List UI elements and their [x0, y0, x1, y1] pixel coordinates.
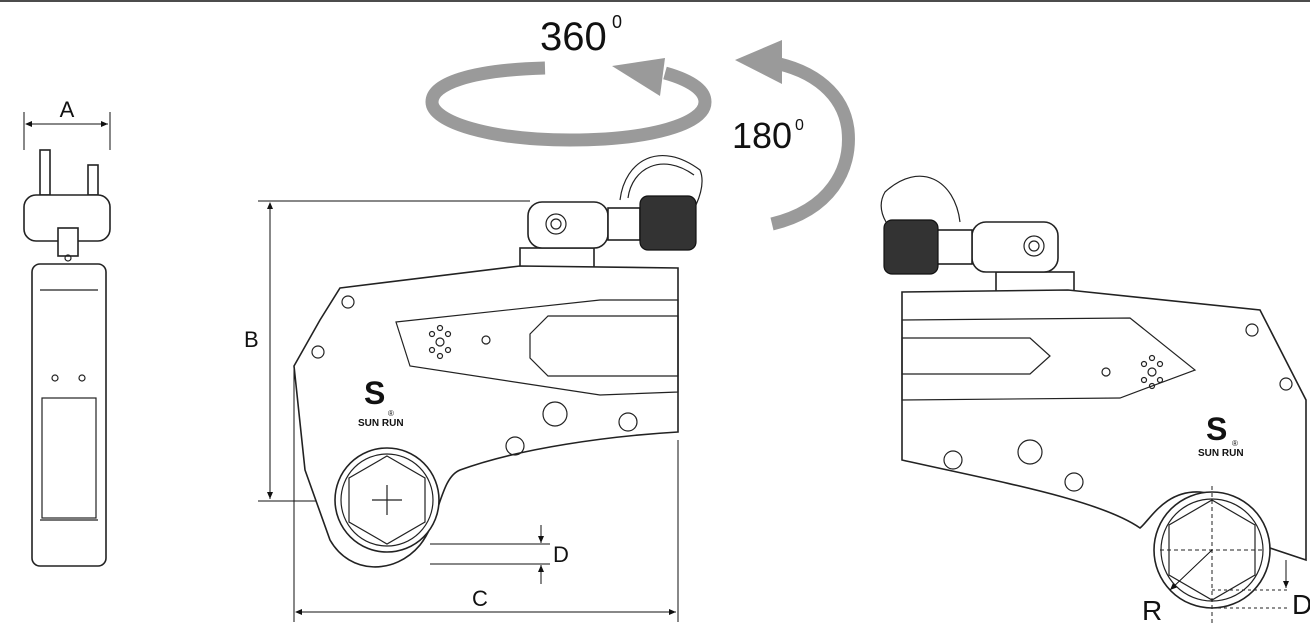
rotation-360-arrow: [425, 61, 712, 147]
radius-r-line: [1169, 549, 1213, 591]
dimension-r-label: R: [1142, 595, 1162, 624]
side-view: A: [23, 97, 111, 567]
rotation-360-degree: 0: [612, 12, 622, 32]
logo-registered-right: ®: [1232, 439, 1238, 448]
brand-logo: S ® SUN RUN: [358, 375, 404, 429]
hose-coupler: [639, 195, 697, 251]
dimension-b-label: B: [244, 327, 259, 352]
dimension-d-right-label: D: [1292, 589, 1310, 620]
hex-socket: [348, 455, 426, 545]
logo-mark-right: S: [1206, 411, 1227, 447]
brand-name-right: SUN RUN: [1198, 448, 1244, 459]
brand-name: SUN RUN: [358, 418, 404, 429]
dimension-c-label: C: [472, 586, 488, 611]
rotation-180-degree: 0: [795, 117, 804, 134]
front-view: B C D: [244, 154, 703, 622]
rotation-180-arrow: [768, 55, 855, 231]
rotation-180-label: 180: [732, 115, 792, 156]
rotation-360-label: 360: [540, 15, 607, 59]
dimension-d-label: D: [553, 542, 569, 567]
mirrored-view: R D S ® SUN RUN: [880, 175, 1310, 624]
rotation-arrows: 360 0 180 0: [425, 12, 855, 231]
brand-logo-right: S ® SUN RUN: [1198, 411, 1244, 459]
logo-registered: ®: [388, 409, 394, 418]
dimension-a-label: A: [60, 97, 75, 122]
hose-coupler-right: [883, 219, 939, 275]
logo-mark: S: [364, 375, 385, 411]
